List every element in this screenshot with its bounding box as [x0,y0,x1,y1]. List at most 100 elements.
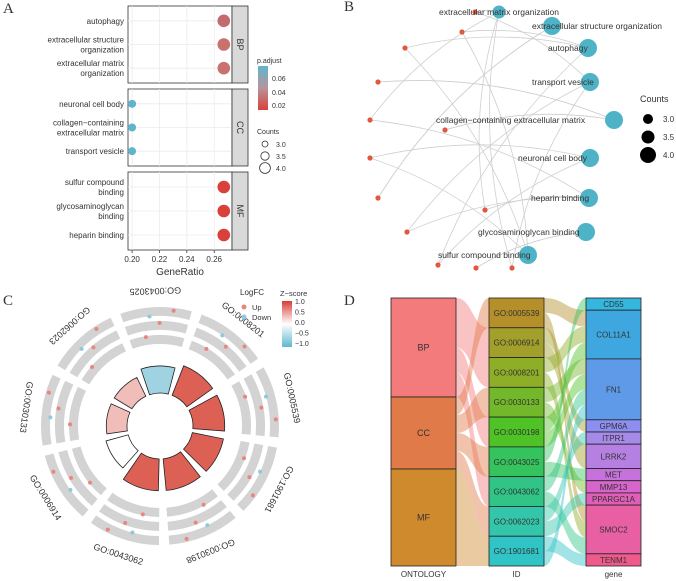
network-edge [377,80,615,121]
gene-node-label: SMOC2 [599,525,628,534]
gene-logfc-point [79,346,84,351]
gene-logfc-point [204,346,209,351]
flow-id-gene [544,402,586,493]
ontology-node-label: BP [417,343,429,353]
term-node-label: collagen−containing extracellular matrix [436,115,586,125]
outer-track-band [99,504,160,531]
flow-ontology-id [456,347,489,447]
outer-track-band [58,450,98,506]
term-label: extracellular matrix [57,59,124,68]
gene-logfc-point [220,333,225,338]
gene-logfc-point [247,475,252,480]
gene-node [435,262,441,268]
term-label: neuronal cell body [59,100,124,109]
dot-point [217,14,231,28]
network-edge [377,25,553,199]
gene-logfc-point [193,520,198,525]
panel-letter-b: B [344,0,354,15]
dot-point [217,180,231,194]
term-node [581,73,599,91]
outer-track-band [57,317,115,371]
facet-strip [231,88,249,167]
go-term-label: GO:0030133 [18,381,35,433]
legend-logfc-label: Up [252,303,262,312]
gene-node-label: LRRK2 [601,452,627,461]
outer-track-band [193,327,247,372]
go-term-label: GO:0005539 [282,372,302,424]
gene-logfc-point [273,417,278,422]
gene-node [472,9,478,15]
gene-logfc-point [130,530,135,535]
zscore-bar [122,452,160,492]
term-node [581,149,599,167]
network-edge [461,29,589,49]
legend-zscore-bar [282,301,292,347]
flow-id-gene [544,404,586,566]
outer-track-band [167,500,227,531]
dot-point [217,204,231,218]
term-label: sulfur compound [65,178,124,187]
term-node-label: autophagy [548,43,588,53]
dot-point [217,61,231,75]
id-node [488,327,545,358]
term-label: organization [80,69,124,78]
network-edge [489,11,513,269]
flow-id-gene [544,492,586,537]
legend-logfc-label: Down [252,313,271,322]
ontology-node [390,396,457,470]
term-node [492,5,506,19]
gene-node [585,553,642,567]
flow-id-gene [544,298,586,462]
legend-counts-circle [261,140,269,148]
network-edge [406,81,591,233]
flow-id-gene [544,342,586,469]
x-axis-title: GeneRatio [156,267,204,278]
network-edge [377,25,553,199]
id-node-label: GO:0030133 [494,398,540,407]
gene-node [404,229,410,235]
network-legend-tick: 3.5 [663,133,675,142]
facet-strip-label: BP [235,38,245,50]
flow-id-gene [544,327,586,432]
zscore-bar [105,434,139,469]
flow-id-gene [544,312,586,522]
id-node-label: GO:1901681 [494,547,540,556]
term-label: extracellular structure [48,36,125,45]
outer-track-band [243,374,265,437]
id-node [488,416,545,448]
network-edge [404,36,589,49]
outer-track-band [255,367,279,438]
gene-node [585,443,642,469]
term-node [605,111,623,129]
gene-node-label: ITPR1 [602,434,625,443]
gene-logfc-point [242,456,247,461]
gene-logfc-point [250,493,255,498]
gene-node-label: MET [605,471,622,480]
gene-logfc-point [147,314,152,319]
network-legend-tick: 4.0 [663,151,675,160]
id-node [488,535,545,567]
panel-letter-c: C [3,293,13,309]
zscore-bar [113,376,147,410]
gene-logfc-point [171,308,176,313]
legend-logfc-dot [241,314,247,320]
ontology-node-label: MF [417,513,430,523]
sankey-axis-label: ID [513,570,521,579]
go-term-label: GO:0043025 [129,285,181,297]
x-tick-label: 0.22 [152,255,168,264]
network-edge [461,31,529,256]
gene-logfc-point [258,469,263,474]
flow-id-gene [544,326,586,373]
network-edge [369,119,590,199]
legend-counts-circle [260,151,270,161]
network-edge [369,11,500,121]
legend-padjust-tick: 0.06 [272,76,286,83]
go-term-label: GO:0043062 [92,542,144,567]
legend-zscore-tick: 0.5 [295,310,305,317]
gene-node-label: CD55 [603,300,624,309]
term-node-label: sulfur compound binding [438,250,531,260]
term-node [580,189,598,207]
outer-track-band [55,380,74,444]
gene-logfc-point [242,344,247,349]
gene-logfc-point [205,523,210,528]
